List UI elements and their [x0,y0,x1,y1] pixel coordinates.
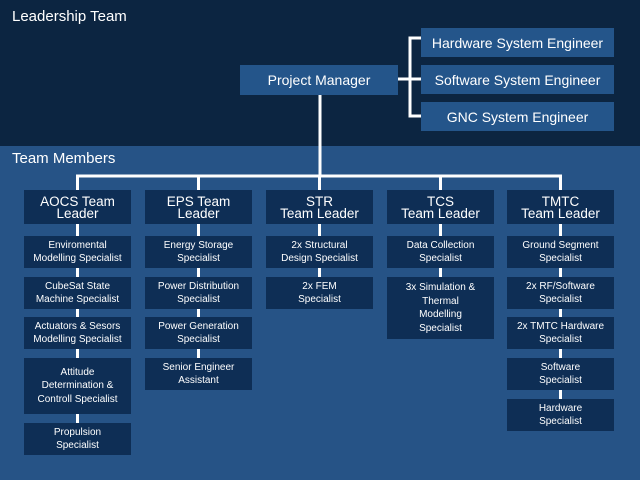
specialist-label: Energy Storage Specialist [163,239,234,265]
team-leader-tcs: TCS Team Leader [387,190,494,224]
specialist-box: Energy Storage Specialist [145,236,252,268]
specialist-box: Propulsion Specialist [24,423,131,455]
specialist-label: Actuators & Sesors Modelling Specialist [33,320,122,346]
specialist-label: Propulsion Specialist [53,426,102,452]
team-leader-label: TCS Team Leader [401,193,480,221]
specialist-box: Hardware Specialist [507,399,614,431]
specialist-box: 3x Simulation & Thermal Modelling Specia… [387,277,494,339]
specialist-label: 2x TMTC Hardware Specialist [516,320,605,346]
project-manager-label: Project Manager [267,72,371,88]
specialist-label: 3x Simulation & Thermal Modelling Specia… [405,282,476,334]
specialist-box: Attitude Determination & Controll Specia… [24,358,131,414]
gnc-engineer-label: GNC System Engineer [446,108,589,125]
team-leader-label: EPS Team Leader [166,193,231,221]
gnc-engineer-box: GNC System Engineer [421,102,614,131]
software-engineer-box: Software System Engineer [421,65,614,94]
specialist-label: Senior Engineer Assistant [162,361,235,387]
software-engineer-label: Software System Engineer [434,71,601,88]
specialist-label: Power Generation Specialist [158,320,239,346]
specialist-label: 2x RF/Software Specialist [526,280,595,306]
specialist-box: Data Collection Specialist [387,236,494,268]
specialist-label: Attitude Determination & Controll Specia… [37,366,118,405]
specialist-box: 2x Structural Design Specialist [266,236,373,268]
specialist-label: 2x FEM Specialist [298,280,341,306]
specialist-label: Power Distribution Specialist [157,280,240,306]
hardware-engineer-label: Hardware System Engineer [431,34,604,51]
team-leader-label: AOCS Team Leader [40,193,115,221]
specialist-label: Ground Segment Specialist [522,239,599,265]
team-leader-str: STR Team Leader [266,190,373,224]
members-title: Team Members [12,150,116,167]
specialist-box: Enviromental Modelling Specialist [24,236,131,268]
project-manager-box: Project Manager [240,65,398,95]
specialist-box: CubeSat State Machine Specialist [24,277,131,309]
specialist-label: Hardware Specialist [538,402,583,428]
team-leader-aocs-team: AOCS Team Leader [24,190,131,224]
team-leader-tmtc: TMTC Team Leader [507,190,614,224]
specialist-box: 2x RF/Software Specialist [507,277,614,309]
specialist-box: Senior Engineer Assistant [145,358,252,390]
team-leader-label: STR Team Leader [280,193,359,221]
specialist-label: CubeSat State Machine Specialist [35,280,120,306]
specialist-box: 2x TMTC Hardware Specialist [507,317,614,349]
specialist-label: 2x Structural Design Specialist [281,239,358,265]
specialist-box: 2x FEM Specialist [266,277,373,309]
hardware-engineer-box: Hardware System Engineer [421,28,614,57]
specialist-label: Software Specialist [539,361,582,387]
specialist-box: Ground Segment Specialist [507,236,614,268]
specialist-box: Power Distribution Specialist [145,277,252,309]
specialist-label: Data Collection Specialist [406,239,475,265]
specialist-box: Software Specialist [507,358,614,390]
leadership-title: Leadership Team [12,8,127,25]
team-leader-label: TMTC Team Leader [521,193,600,221]
team-leader-eps-team: EPS Team Leader [145,190,252,224]
specialist-box: Actuators & Sesors Modelling Specialist [24,317,131,349]
specialist-box: Power Generation Specialist [145,317,252,349]
specialist-label: Enviromental Modelling Specialist [33,239,122,265]
